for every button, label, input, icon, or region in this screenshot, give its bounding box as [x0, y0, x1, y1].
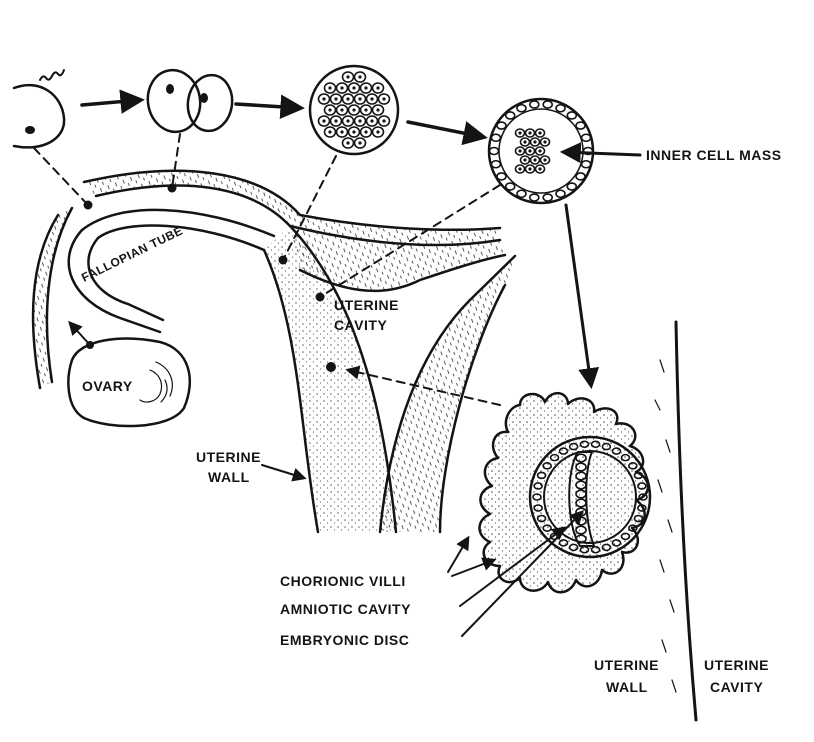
fertilized-egg	[14, 70, 64, 147]
label-uterine-cavity-top-1: UTERINE	[334, 297, 399, 313]
cell	[543, 101, 552, 108]
cell	[506, 183, 515, 190]
cell	[582, 134, 591, 141]
cell	[506, 112, 515, 119]
cell	[567, 183, 576, 190]
cell	[530, 101, 539, 108]
label-amniotic-cavity: AMNIOTIC CAVITY	[280, 601, 411, 617]
two-cell-stage	[143, 66, 236, 136]
cell	[576, 122, 585, 129]
cell	[576, 173, 585, 180]
cell	[556, 105, 565, 112]
cell	[543, 194, 552, 201]
label-inner-cell-mass: INNER CELL MASS	[646, 147, 782, 163]
cell	[497, 122, 506, 129]
blastocyst	[489, 99, 593, 203]
label-uterine-wall-right-2: WALL	[606, 679, 648, 695]
cell	[582, 161, 591, 168]
label-chorionic-villi: CHORIONIC VILLI	[280, 573, 406, 589]
cell	[517, 105, 526, 112]
label-uterine-wall-left-1: UTERINE	[196, 449, 261, 465]
label-ovary: OVARY	[82, 378, 133, 394]
label-uterine-cavity-top-2: CAVITY	[334, 317, 387, 333]
label-uterine-cavity-right-1: UTERINE	[704, 657, 769, 673]
label-fallopian-tube: FALLOPIAN TUBE	[79, 223, 185, 284]
cell	[517, 190, 526, 197]
morula	[310, 66, 398, 154]
implantation-site	[480, 322, 697, 720]
cell	[556, 190, 565, 197]
label-uterine-wall-left-2: WALL	[208, 469, 250, 485]
ovary	[68, 323, 189, 426]
cell	[491, 161, 500, 168]
label-uterine-wall-right-1: UTERINE	[594, 657, 659, 673]
cell	[491, 134, 500, 141]
cell	[497, 173, 506, 180]
cell	[530, 194, 539, 201]
cell	[567, 112, 576, 119]
cell	[490, 148, 499, 155]
label-embryonic-disc: EMBRYONIC DISC	[280, 632, 409, 648]
label-uterine-cavity-right-2: CAVITY	[710, 679, 763, 695]
